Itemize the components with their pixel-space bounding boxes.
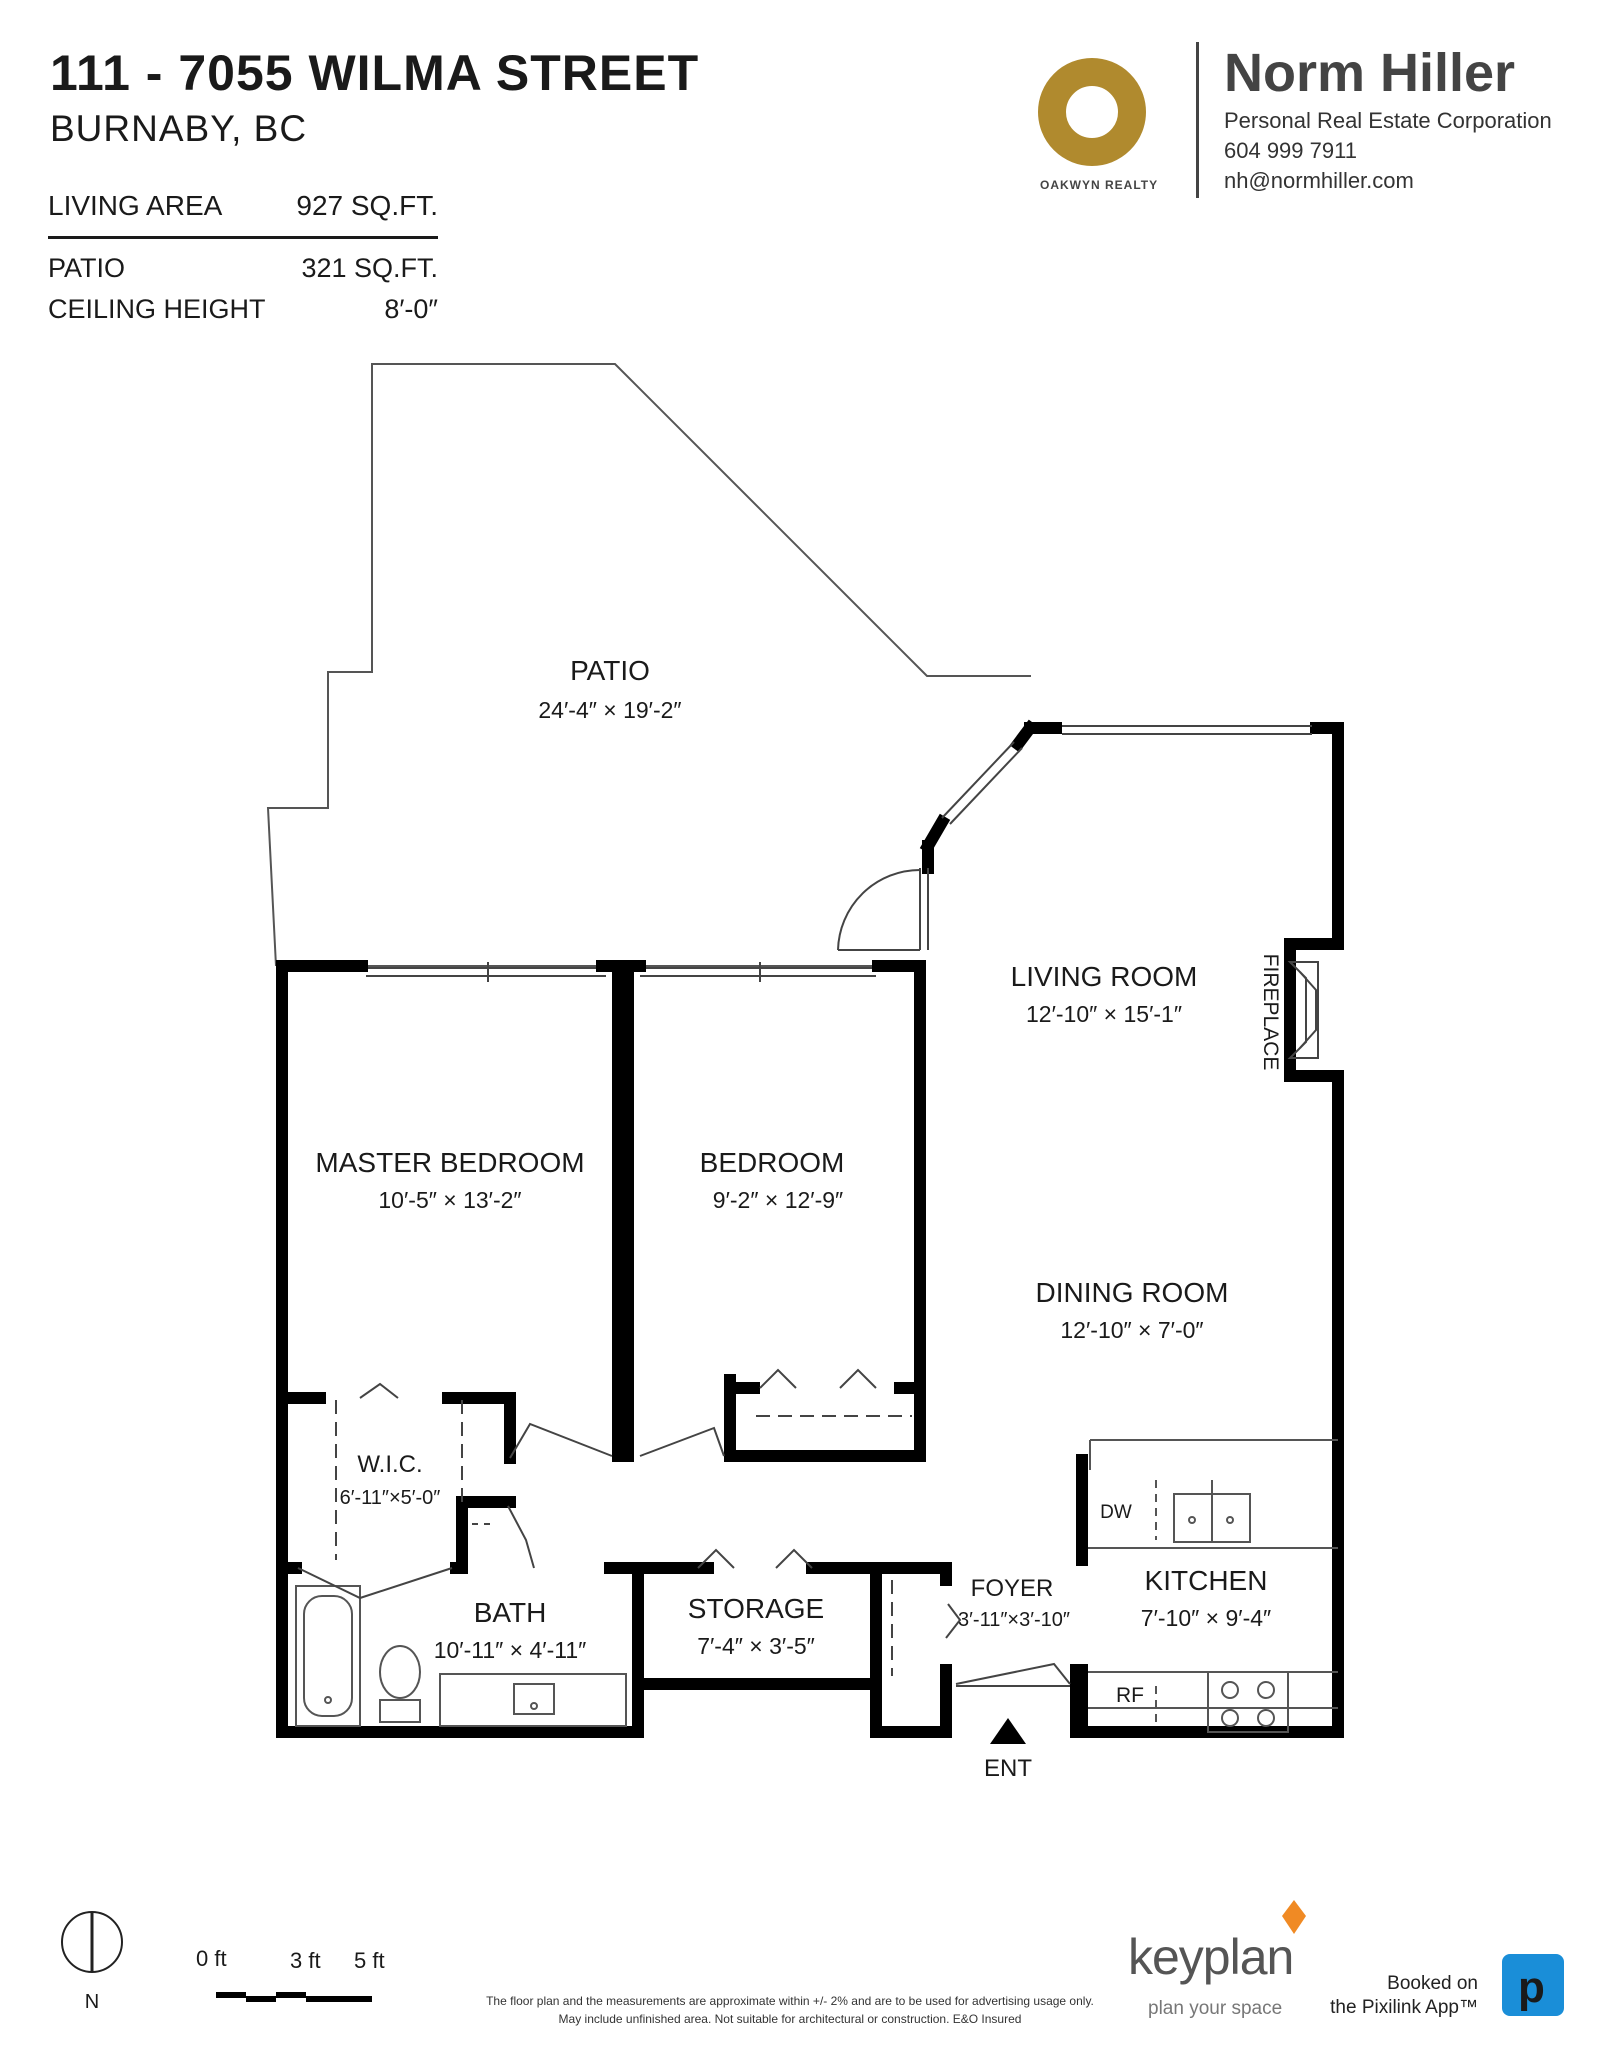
svg-text:p: p xyxy=(1518,1963,1545,2012)
bath-vanity-icon xyxy=(439,1673,627,1727)
bath-name: BATH xyxy=(474,1597,547,1628)
entrance-label: ENT xyxy=(984,1755,1032,1782)
storage-name: STORAGE xyxy=(688,1593,824,1624)
header-divider xyxy=(1196,42,1199,198)
living-area-row: LIVING AREA 927 SQ.FT. xyxy=(48,190,438,239)
storage-dims: 7′-4″ × 3′-5″ xyxy=(697,1633,815,1659)
patio-area-value: 321 SQ.FT. xyxy=(301,253,438,283)
foyer-name: FOYER xyxy=(971,1575,1054,1602)
wic-dims: 6′-11″×5′-0″ xyxy=(340,1487,441,1509)
booked-line-2: the Pixilink App™ xyxy=(1330,1997,1478,2018)
agent-name: Norm Hiller xyxy=(1224,43,1516,103)
ceiling-height-row: CEILING HEIGHT 8′-0″ xyxy=(48,294,438,325)
doors xyxy=(297,1368,1071,1687)
agent-title: Personal Real Estate Corporation xyxy=(1224,108,1552,133)
property-address: 111 - 7055 WILMA STREET xyxy=(50,45,700,101)
patio-area-label: PATIO xyxy=(48,253,126,283)
ceiling-height-label: CEILING HEIGHT xyxy=(48,294,266,324)
agent-phone: 604 999 7911 xyxy=(1224,138,1357,163)
scale-tick-0: 0 ft xyxy=(196,1946,227,1971)
kitchen-dims: 7′-10″ × 9′-4″ xyxy=(1141,1605,1271,1631)
area-stats: LIVING AREA 927 SQ.FT. PATIO 321 SQ.FT. … xyxy=(48,190,438,335)
bedroom-dims: 9′-2″ × 12′-9″ xyxy=(713,1187,843,1213)
dining-room-name: DINING ROOM xyxy=(1036,1277,1229,1308)
patio-outline xyxy=(266,363,1031,967)
keyplan-logo: keyplan xyxy=(1128,1929,1294,1985)
disclaimer-line-2: May include unfinished area. Not suitabl… xyxy=(558,2012,1022,2026)
brokerage-name: OAKWYN REALTY xyxy=(1040,178,1159,192)
kitchen-name: KITCHEN xyxy=(1145,1565,1268,1596)
dishwasher-label: DW xyxy=(1100,1502,1132,1523)
living-area-label: LIVING AREA xyxy=(48,190,223,221)
patio-name: PATIO xyxy=(570,655,650,686)
ceiling-height-value: 8′-0″ xyxy=(384,294,438,324)
pixilink-credit: Booked on the Pixilink App™ xyxy=(1328,1972,1478,2020)
kitchen-sink-icon xyxy=(1173,1480,1251,1543)
north-label: N xyxy=(85,1991,99,2013)
keyplan-tagline: plan your space xyxy=(1148,1998,1283,2019)
patio-dims: 24′-4″ × 19′-2″ xyxy=(538,697,681,723)
agent-email[interactable]: nh@normhiller.com xyxy=(1224,168,1414,193)
toilet-icon xyxy=(379,1645,421,1723)
bedroom-name: BEDROOM xyxy=(700,1147,845,1178)
stove-icon xyxy=(1207,1671,1289,1733)
patio-area-row: PATIO 321 SQ.FT. xyxy=(48,253,438,284)
master-bedroom-dims: 10′-5″ × 13′-2″ xyxy=(378,1187,521,1213)
wic-name: W.I.C. xyxy=(357,1451,422,1478)
oakwyn-logo-icon xyxy=(1038,58,1146,166)
living-room-dims: 12′-10″ × 15′-1″ xyxy=(1026,1001,1182,1027)
foyer-dims: 3′-11″×3′-10″ xyxy=(958,1609,1070,1631)
booked-line-1: Booked on xyxy=(1387,1973,1478,1994)
bathtub-icon xyxy=(295,1585,361,1727)
north-arrow-icon xyxy=(61,1911,123,1973)
living-room-window xyxy=(1062,725,1312,735)
living-room-name: LIVING ROOM xyxy=(1011,961,1198,992)
fireplace-label: FIREPLACE xyxy=(1259,954,1282,1071)
property-city: BURNABY, BC xyxy=(50,108,308,149)
angled-window xyxy=(941,741,1023,825)
disclaimer: The floor plan and the measurements are … xyxy=(440,1992,1140,2028)
dining-room-dims: 12′-10″ × 7′-0″ xyxy=(1060,1317,1203,1343)
master-bedroom-name: MASTER BEDROOM xyxy=(315,1147,584,1178)
scale-tick-5: 5 ft xyxy=(354,1948,385,1973)
entrance-arrow-icon xyxy=(990,1718,1026,1744)
patio-door xyxy=(837,868,929,951)
pixilink-logo-icon: p xyxy=(1502,1954,1564,2016)
scale-tick-3: 3 ft xyxy=(290,1948,321,1973)
fridge-label: RF xyxy=(1116,1684,1144,1707)
bedroom-patio-slider xyxy=(640,962,876,982)
interior-walls xyxy=(276,960,1088,1738)
living-area-value: 927 SQ.FT. xyxy=(296,190,438,221)
scale-bar: 0 ft 3 ft 5 ft xyxy=(196,1946,385,2002)
fireplace xyxy=(1287,961,1319,1059)
bath-dims: 10′-11″ × 4′-11″ xyxy=(434,1637,587,1663)
disclaimer-line-1: The floor plan and the measurements are … xyxy=(486,1994,1094,2008)
keyplan-fox-icon xyxy=(1282,1900,1306,1934)
master-patio-slider xyxy=(366,962,606,982)
